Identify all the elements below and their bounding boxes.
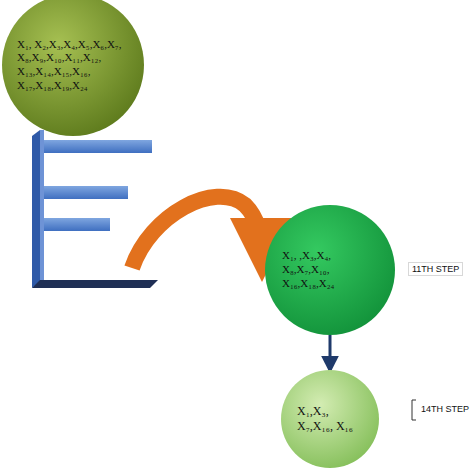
step-label: 14TH STEP (418, 403, 472, 415)
bracket (412, 400, 416, 420)
chart-axis (32, 130, 40, 288)
step-label: 11TH STEP (408, 262, 463, 276)
circle-fill (281, 370, 379, 468)
circle-fill (2, 0, 144, 136)
chart-bar (44, 140, 152, 153)
circle-node: X₁, ,X₃,X₄, X₈,X₇,X₁₀, X₁₆,X₁₈,X₂₄ (265, 205, 395, 335)
chart-bar (44, 186, 128, 199)
chart-base (32, 280, 158, 288)
flow-arrow (329, 335, 332, 370)
circle-node: X₁, X₂,X₃,X₄,X₅,X₆,X₇, X₈,X₉,X₁₀,X₁₁,X₁₂… (2, 0, 144, 136)
chart-axis (40, 130, 44, 282)
circle-node: X₁,X₃, X₇,X₁₆, X₁₆ (281, 370, 379, 468)
curved-arrow (132, 197, 262, 268)
node-text: X₁, ,X₃,X₄, X₈,X₇,X₁₀, X₁₆,X₁₈,X₂₄ (282, 249, 378, 290)
chart-bar (44, 218, 110, 231)
circle-fill (265, 205, 395, 335)
node-text: X₁,X₃, X₇,X₁₆, X₁₆ (297, 404, 363, 434)
node-text: X₁, X₂,X₃,X₄,X₅,X₆,X₇, X₈,X₉,X₁₀,X₁₁,X₁₂… (17, 38, 129, 93)
